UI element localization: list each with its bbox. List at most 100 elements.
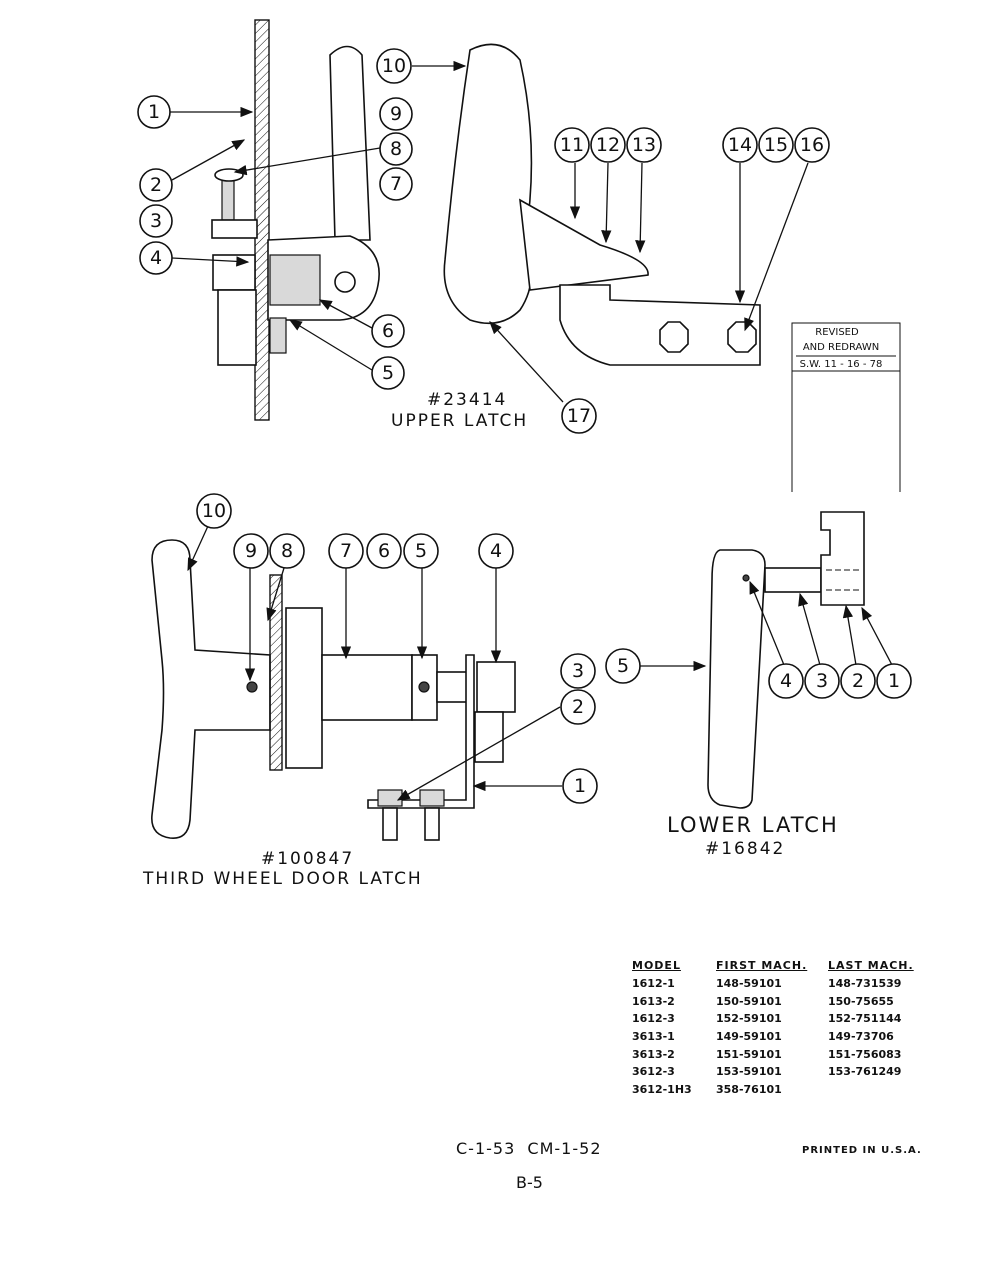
cell-model: 1613-2 (632, 994, 675, 1008)
bracket (367, 654, 475, 809)
cell-last: 153-761249 (828, 1065, 902, 1079)
table-row: 1612-3 152-59101 152-751144 (632, 1010, 932, 1028)
svg-text:8: 8 (390, 138, 402, 160)
bolt-left (377, 789, 403, 807)
revision-line1: REVISED (815, 327, 859, 338)
tw-callout-3: 3 (560, 653, 596, 689)
model-table-header: MODEL FIRST MACH. LAST MACH. (632, 957, 932, 975)
cell-last: 149-73706 (828, 1030, 894, 1044)
tw-callout-2: 2 (560, 689, 596, 725)
svg-text:6: 6 (382, 320, 394, 342)
hex-nut-left (659, 321, 689, 353)
tw-callout-1: 1 (562, 768, 598, 804)
svg-text:10: 10 (382, 55, 406, 77)
page-number: B-5 (516, 1173, 543, 1192)
bolt-left-thread (382, 807, 398, 841)
tw-callout-6: 6 (366, 533, 402, 569)
set-screw-9 (246, 681, 258, 693)
callout-5: 5 (371, 356, 405, 390)
table-row: 3613-1 149-59101 149-73706 (632, 1028, 932, 1046)
ll-callout-2: 2 (840, 663, 876, 699)
cell-model: 1612-3 (632, 1012, 675, 1026)
callout-9: 9 (379, 97, 413, 131)
svg-text:2: 2 (572, 696, 584, 718)
tw-callout-8: 8 (269, 533, 305, 569)
callout-15: 15 (758, 127, 794, 163)
tw-callout-4: 4 (478, 533, 514, 569)
third-wheel-part-number: #100847 (261, 849, 354, 869)
svg-text:4: 4 (150, 247, 162, 269)
svg-text:11: 11 (560, 134, 584, 156)
table-row: 1613-2 150-59101 150-75655 (632, 992, 932, 1010)
hook-plate (559, 284, 761, 366)
lower-cam (820, 511, 865, 606)
svg-text:5: 5 (415, 540, 427, 562)
cam (476, 661, 516, 713)
header-model: MODEL (632, 959, 681, 973)
ll-callout-4: 4 (768, 663, 804, 699)
bracket-plate (474, 711, 504, 763)
svg-text:2: 2 (150, 174, 162, 196)
cell-first: 149-59101 (716, 1030, 782, 1044)
callout-3: 3 (139, 204, 173, 238)
cell-model: 3612-1H3 (632, 1083, 692, 1097)
ll-callout-5: 5 (605, 648, 641, 684)
tw-callout-5: 5 (403, 533, 439, 569)
cell-first: 152-59101 (716, 1012, 782, 1026)
svg-text:17: 17 (567, 405, 591, 427)
cell-model: 3613-1 (632, 1030, 675, 1044)
cell-last: 148-731539 (828, 977, 902, 991)
cell-first: 150-59101 (716, 994, 782, 1008)
svg-text:7: 7 (390, 173, 402, 195)
header-last-mach: LAST MACH. (828, 959, 914, 973)
upper-handle-front (443, 43, 533, 325)
svg-text:1: 1 (888, 670, 900, 692)
callout-17: 17 (561, 398, 597, 434)
cell-first: 148-59101 (716, 977, 782, 991)
svg-text:12: 12 (596, 134, 620, 156)
bolt-right (419, 789, 445, 807)
callout-7: 7 (379, 167, 413, 201)
svg-text:4: 4 (490, 540, 502, 562)
table-row: 1612-1 148-59101 148-731539 (632, 975, 932, 993)
cell-last: 151-756083 (828, 1047, 902, 1061)
cell-first: 153-59101 (716, 1065, 782, 1079)
svg-text:3: 3 (150, 210, 162, 232)
latch-arm (519, 198, 649, 291)
svg-text:13: 13 (632, 134, 656, 156)
table-row: 3612-1H3 358-76101 (632, 1081, 932, 1099)
third-wheel-title: THIRD WHEEL DOOR LATCH (142, 869, 423, 889)
lower-shaft (764, 567, 822, 593)
svg-text:1: 1 (574, 775, 586, 797)
upper-latch-part-number: #23414 (427, 390, 507, 410)
revision-line2: AND REDRAWN (803, 342, 879, 353)
callout-10: 10 (376, 48, 412, 84)
set-screw-5 (418, 681, 430, 693)
svg-text:3: 3 (816, 670, 828, 692)
callout-6: 6 (371, 314, 405, 348)
cell-last: 152-751144 (828, 1012, 902, 1026)
lower-latch-assembly: 5 4 3 2 1 LOWER LATCH #16842 (605, 511, 912, 859)
svg-text:4: 4 (780, 670, 792, 692)
svg-text:2: 2 (852, 670, 864, 692)
callout-12: 12 (590, 127, 626, 163)
lower-set-screw (742, 574, 750, 582)
header-first-mach: FIRST MACH. (716, 959, 808, 973)
ll-callout-1: 1 (876, 663, 912, 699)
lower-latch-part-number: #16842 (705, 839, 785, 859)
model-table: MODEL FIRST MACH. LAST MACH. 1612-1 148-… (632, 957, 932, 1099)
tw-callout-7: 7 (328, 533, 364, 569)
printed-in-usa: PRINTED IN U.S.A. (802, 1145, 922, 1156)
callout-16: 16 (794, 127, 830, 163)
svg-text:14: 14 (728, 134, 752, 156)
door-panel-2 (269, 574, 283, 771)
lock-cylinder (217, 289, 257, 366)
mount-bracket (211, 219, 258, 239)
table-row: 3613-2 151-59101 151-756083 (632, 1045, 932, 1063)
callout-1: 1 (137, 95, 171, 129)
upper-handle-side (329, 45, 371, 241)
cell-first: 151-59101 (716, 1047, 782, 1061)
third-wheel-latch-assembly: 10 9 8 7 6 5 4 3 2 1 #100847 THIRD WHEEL… (142, 493, 598, 889)
tw-callout-10: 10 (196, 493, 232, 529)
shaft (436, 671, 468, 703)
